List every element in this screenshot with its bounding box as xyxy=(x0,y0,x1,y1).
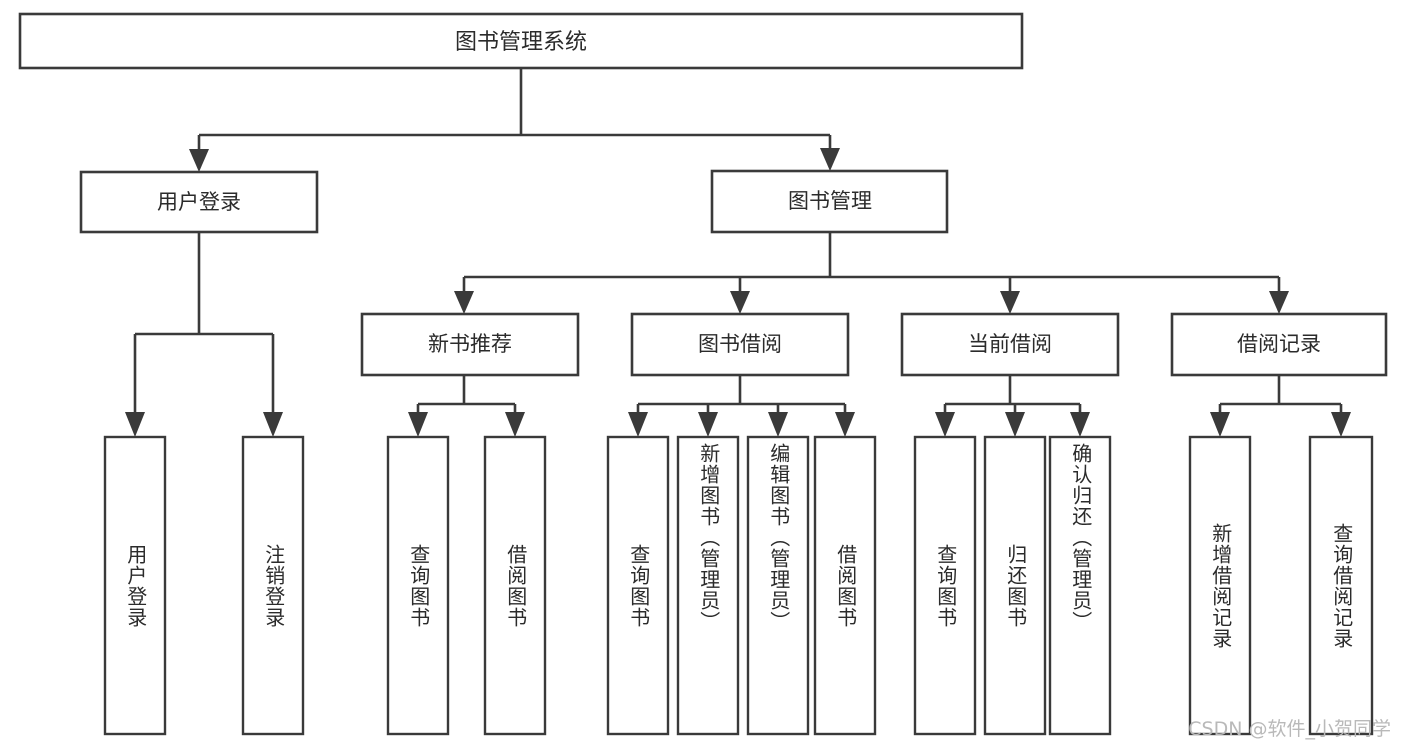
node-book-borrow-box[interactable] xyxy=(630,312,850,377)
node-leaf-borrow-book-2-box[interactable] xyxy=(813,435,877,736)
arrow-head-leaf-add-book-admin xyxy=(698,412,718,437)
arrow-head-book-management xyxy=(820,148,840,171)
node-book-borrow-label: 图书借阅 xyxy=(698,332,782,356)
node-leaf-edit-book-admin-box[interactable] xyxy=(746,435,810,736)
node-leaf-user-login-box[interactable] xyxy=(103,435,167,736)
arrow-head-leaf-borrow-book-1 xyxy=(505,412,525,437)
node-borrow-record-label: 借阅记录 xyxy=(1237,332,1321,356)
arrow-head-leaf-edit-book-admin xyxy=(768,412,788,437)
connector-userlogin-to-leaves xyxy=(125,232,283,437)
node-leaf-query-book-1-box[interactable] xyxy=(386,435,450,736)
node-borrow-record[interactable]: 借阅记录 xyxy=(1170,312,1388,377)
node-root[interactable]: 图书管理系统 xyxy=(18,12,1024,70)
arrow-head-leaf-user-login xyxy=(125,412,145,437)
node-book-borrow[interactable]: 图书借阅 xyxy=(630,312,850,377)
node-current-borrow-box[interactable] xyxy=(900,312,1120,377)
arrow-head-leaf-query-borrow-record xyxy=(1331,412,1351,437)
node-root-box[interactable] xyxy=(18,12,1024,70)
arrow-head-leaf-query-book-3 xyxy=(935,412,955,437)
node-leaf-query-book-3-box[interactable] xyxy=(913,435,977,736)
connector-currentborrow-to-leaves xyxy=(935,375,1090,437)
node-leaf-confirm-return-admin-box[interactable] xyxy=(1048,435,1112,736)
arrow-head-leaf-query-book-1 xyxy=(408,412,428,437)
node-user-login[interactable]: 用户登录 xyxy=(79,170,319,234)
node-leaf-query-borrow-record-box[interactable] xyxy=(1308,435,1374,736)
node-new-book-recommend[interactable]: 新书推荐 xyxy=(360,312,580,377)
node-current-borrow-label: 当前借阅 xyxy=(968,332,1052,356)
node-leaf-add-borrow-record-box[interactable] xyxy=(1188,435,1252,736)
node-book-management[interactable]: 图书管理 xyxy=(710,169,949,234)
arrow-head-current-borrow xyxy=(1000,291,1020,314)
arrow-head-book-borrow xyxy=(730,291,750,314)
connector-borrowrecord-to-leaves xyxy=(1210,375,1351,437)
node-leaf-logout-login-box[interactable] xyxy=(241,435,305,736)
node-new-book-recommend-label: 新书推荐 xyxy=(428,332,512,356)
node-borrow-record-box[interactable] xyxy=(1170,312,1388,377)
arrow-head-borrow-record xyxy=(1269,291,1289,314)
node-user-login-box[interactable] xyxy=(79,170,319,234)
arrow-head-new-book xyxy=(454,291,474,314)
connector-bookmgmt-to-level2 xyxy=(454,232,1289,314)
arrow-head-leaf-confirm-return-admin xyxy=(1070,412,1090,437)
arrow-head-leaf-query-book-2 xyxy=(628,412,648,437)
node-leaf-borrow-book-1-box[interactable] xyxy=(483,435,547,736)
node-new-book-recommend-box[interactable] xyxy=(360,312,580,377)
node-current-borrow[interactable]: 当前借阅 xyxy=(900,312,1120,377)
node-book-management-box[interactable] xyxy=(710,169,949,234)
arrow-head-leaf-borrow-book-2 xyxy=(835,412,855,437)
node-user-login-label: 用户登录 xyxy=(157,190,241,214)
arrow-head-leaf-return-book xyxy=(1005,412,1025,437)
node-leaf-query-book-2-box[interactable] xyxy=(606,435,670,736)
watermark-text: CSDN @软件_小贺同学 xyxy=(1188,718,1391,740)
arrow-head-user-login xyxy=(189,149,209,172)
node-leaf-add-book-admin-box[interactable] xyxy=(676,435,740,736)
node-root-label: 图书管理系统 xyxy=(455,30,587,55)
node-leaf-return-book-box[interactable] xyxy=(983,435,1047,736)
arrow-head-leaf-logout-login xyxy=(263,412,283,437)
connector-bookborrow-to-leaves xyxy=(628,375,855,437)
connector-newbook-to-leaves xyxy=(408,375,525,437)
connector-root-to-level1 xyxy=(189,68,840,172)
arrow-head-leaf-add-borrow-record xyxy=(1210,412,1230,437)
node-book-management-label: 图书管理 xyxy=(788,189,872,213)
